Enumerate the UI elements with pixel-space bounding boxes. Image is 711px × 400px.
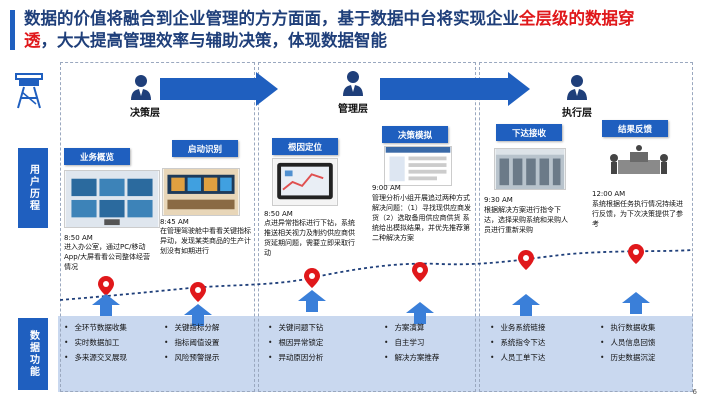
list-item: 实时数据加工 bbox=[64, 335, 127, 350]
location-pin-icon bbox=[98, 276, 114, 296]
step-tag: 启动识别 bbox=[172, 140, 238, 157]
list-item: 根因异常锁定 bbox=[268, 335, 323, 350]
stage-arrow-2 bbox=[380, 72, 530, 106]
location-pin-icon bbox=[412, 262, 428, 282]
list-item: 解决方案推荐 bbox=[384, 350, 439, 365]
stage-name-decision: 决策层 bbox=[130, 108, 160, 119]
list-item: 人员工单下达 bbox=[490, 350, 545, 365]
location-pin-icon bbox=[518, 250, 534, 270]
step-time: 8:50 AM bbox=[64, 234, 93, 242]
list-item: 全环节数据收集 bbox=[64, 320, 127, 335]
page-title: 数据的价值将融合到企业管理的方方面面，基于数据中台将实现企业全层级的数据穿透，大… bbox=[24, 9, 635, 50]
list-item: 方案演算 bbox=[384, 320, 439, 335]
data-function-list: 关键指标分解 指标阈值设置 风险预警提示 bbox=[164, 320, 219, 365]
tablet-analytics-image bbox=[272, 158, 338, 206]
stage-name-management: 管理层 bbox=[338, 104, 368, 115]
person-icon bbox=[343, 71, 363, 96]
step-tag: 结果反馈 bbox=[602, 120, 668, 137]
step-description: 点进异常指标进行下钻，系统推送相关视力及制约供应商供货延期问题，需要立即采取行动 bbox=[264, 219, 355, 257]
location-pin-icon bbox=[190, 282, 206, 302]
step-description: 在管理驾驶舱中看看关键指标异动，发现某类商品的生产计划没有如期进行 bbox=[160, 227, 251, 255]
step-time: 9:00 AM bbox=[372, 184, 401, 192]
control-room-image bbox=[162, 168, 240, 216]
data-function-list: 执行数据收集 人员信息回馈 历史数据沉淀 bbox=[600, 320, 655, 365]
list-item: 关键问题下钻 bbox=[268, 320, 323, 335]
location-pin-icon bbox=[628, 244, 644, 264]
step-description: 根据解决方案进行指令下达，选择采购系统和采购人员进行重新采购 bbox=[484, 206, 568, 234]
list-item: 自主学习 bbox=[384, 335, 439, 350]
up-arrow-icon bbox=[92, 294, 120, 316]
up-arrow-icon bbox=[622, 292, 650, 314]
step-description: 管理分析小组开展追过两种方式解决问题：（1）寻找现供应商发货（2）选取备用供应商… bbox=[372, 194, 471, 242]
warehouse-image bbox=[494, 148, 566, 190]
dashboard-screens-image bbox=[64, 170, 160, 228]
stage-box-decision bbox=[60, 62, 255, 392]
list-item: 关键指标分解 bbox=[164, 320, 219, 335]
list-item: 异动原因分析 bbox=[268, 350, 323, 365]
list-item: 风险预警提示 bbox=[164, 350, 219, 365]
up-arrow-icon bbox=[406, 302, 434, 324]
data-function-label: 数据功能 bbox=[18, 318, 48, 390]
list-item: 人员信息回馈 bbox=[600, 335, 655, 350]
person-icon bbox=[131, 75, 151, 100]
title-highlight: 全层级的数据穿透 bbox=[24, 9, 635, 50]
data-function-list: 业务系统链接 系统指令下达 人员工单下达 bbox=[490, 320, 545, 365]
stage-box-management bbox=[258, 62, 476, 392]
user-journey-label: 用户历程 bbox=[18, 148, 48, 228]
puzzle-people-image bbox=[600, 142, 678, 188]
data-function-list: 全环节数据收集 实时数据加工 多来源交叉展现 bbox=[64, 320, 127, 365]
title-accent-bar bbox=[10, 10, 15, 50]
stage-box-execution bbox=[479, 62, 693, 392]
step-description: 系统根据任务执行情况持续进行反馈，为下次决策提供了参考 bbox=[592, 200, 683, 228]
step-time: 9:30 AM bbox=[484, 196, 513, 204]
step-time: 12:00 AM bbox=[592, 190, 626, 198]
location-pin-icon bbox=[304, 268, 320, 288]
data-function-list: 方案演算 自主学习 解决方案推荐 bbox=[384, 320, 439, 365]
stage-arrow-1 bbox=[160, 72, 278, 106]
list-item: 执行数据收集 bbox=[600, 320, 655, 335]
list-item: 业务系统链接 bbox=[490, 320, 545, 335]
person-icon bbox=[567, 75, 587, 100]
page-number: 6 bbox=[692, 388, 697, 396]
list-item: 指标阈值设置 bbox=[164, 335, 219, 350]
step-tag: 根因定位 bbox=[272, 138, 338, 155]
software-screen-image bbox=[384, 146, 452, 186]
step-tag: 下达接收 bbox=[496, 124, 562, 141]
list-item: 历史数据沉淀 bbox=[600, 350, 655, 365]
step-time: 8:50 AM bbox=[264, 210, 293, 218]
data-function-list: 关键问题下钻 根因异常锁定 异动原因分析 bbox=[268, 320, 323, 365]
up-arrow-icon bbox=[298, 290, 326, 312]
step-time: 8:45 AM bbox=[160, 218, 189, 226]
list-item: 多来源交叉展现 bbox=[64, 350, 127, 365]
journey-curve bbox=[60, 249, 693, 301]
control-tower-icon bbox=[15, 73, 43, 109]
list-item: 系统指令下达 bbox=[490, 335, 545, 350]
stage-name-execution: 执行层 bbox=[562, 108, 592, 119]
up-arrow-icon bbox=[512, 294, 540, 316]
step-description: 进入办公室，通过PC/移动App/大屏看看公司整体经营情况 bbox=[64, 243, 151, 271]
step-tag: 业务概览 bbox=[64, 148, 130, 165]
step-tag: 决策模拟 bbox=[382, 126, 448, 143]
up-arrow-icon bbox=[184, 304, 212, 326]
